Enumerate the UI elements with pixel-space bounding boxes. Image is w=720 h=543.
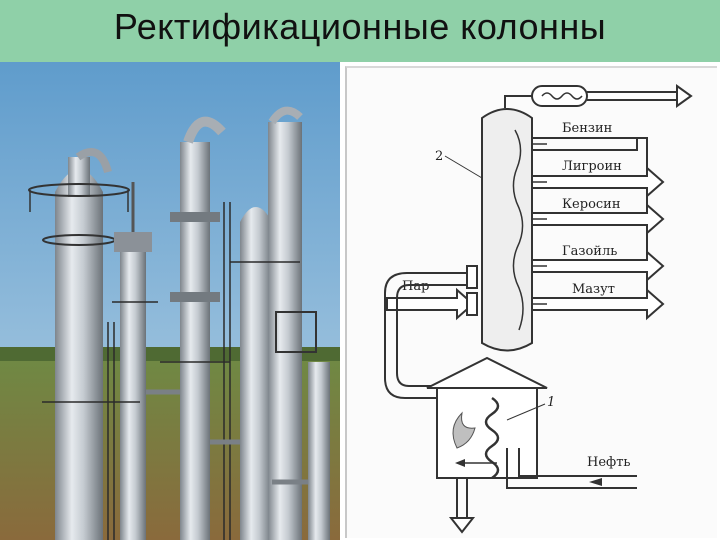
- output-label-0: Бензин: [562, 121, 612, 136]
- oil-label: Нефть: [587, 455, 630, 470]
- column-number: 2: [435, 149, 443, 164]
- refinery-photo: [0, 62, 340, 540]
- furnace-number: 1: [547, 395, 555, 410]
- steam-label: Пар: [402, 279, 429, 294]
- output-label-4: Мазут: [572, 282, 615, 297]
- output-label-1: Лигроин: [562, 159, 622, 174]
- slide-title: Ректификационные колонны: [113, 6, 607, 47]
- output-label-3: Газойль: [562, 244, 617, 259]
- output-label-2: Керосин: [562, 197, 621, 212]
- title-bar: [0, 0, 720, 62]
- distillation-diagram: Бензин Лигроин Керосин Газойль Мазут 2 П…: [345, 66, 717, 538]
